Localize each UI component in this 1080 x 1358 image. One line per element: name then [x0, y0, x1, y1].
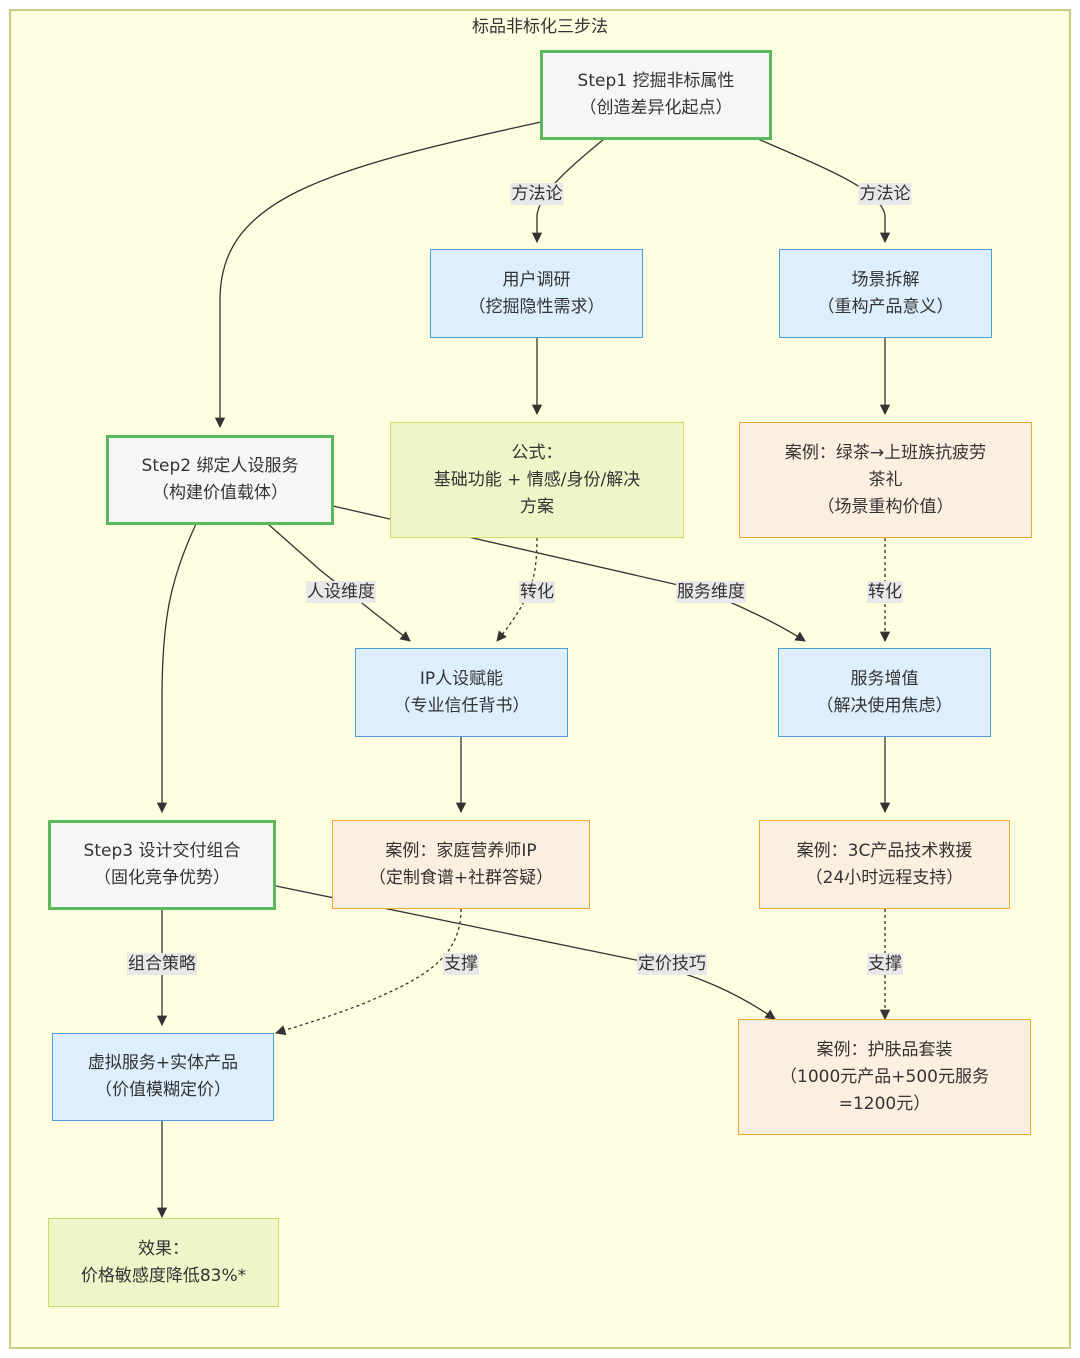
edge-label-combination-strategy: 组合策略 — [127, 953, 197, 975]
node-result[interactable]: 效果： 价格敏感度降低83%* — [48, 1218, 279, 1307]
node-ip-persona[interactable]: IP人设赋能 （专业信任背书） — [355, 648, 568, 737]
edge-nutritionist-virtual-physical — [275, 908, 462, 1036]
node-case-3c[interactable]: 案例：3C产品技术救援 （24小时远程支持） — [759, 820, 1010, 909]
node-scene-breakdown[interactable]: 场景拆解 （重构产品意义） — [779, 249, 992, 338]
edge-label-support-2: 支撑 — [867, 953, 903, 975]
edge-step1-step2 — [214, 121, 542, 429]
edge-step2-step3 — [156, 523, 197, 814]
node-step1[interactable]: Step1 挖掘非标属性 （创造差异化起点） — [540, 50, 772, 140]
edge-label-transform-2: 转化 — [867, 581, 903, 603]
edge-label-support-1: 支撑 — [443, 953, 479, 975]
node-virtual-physical[interactable]: 虚拟服务+实体产品 （价值模糊定价） — [52, 1033, 274, 1121]
edge-label-methodology-2: 方法论 — [858, 183, 912, 205]
node-case-green-tea[interactable]: 案例：绿茶→上班族抗疲劳 茶礼 （场景重构价值） — [739, 422, 1032, 538]
node-formula[interactable]: 公式： 基础功能 + 情感/身份/解决 方案 — [390, 422, 684, 538]
edge-label-persona-dimension: 人设维度 — [306, 581, 376, 603]
edge-label-service-dimension: 服务维度 — [676, 581, 746, 603]
node-step3[interactable]: Step3 设计交付组合 （固化竞争优势） — [48, 820, 276, 910]
edge-label-transform-1: 转化 — [519, 581, 555, 603]
node-step2[interactable]: Step2 绑定人设服务 （构建价值载体） — [106, 435, 334, 525]
diagram-title: 标品非标化三步法 — [472, 17, 608, 37]
edge-formula-ip-persona — [496, 537, 538, 642]
edge-step2-ip-persona — [267, 523, 411, 642]
node-service-value[interactable]: 服务增值 （解决使用焦虑） — [778, 648, 991, 737]
edge-label-pricing-technique: 定价技巧 — [637, 953, 707, 975]
node-case-skincare[interactable]: 案例：护肤品套装 （1000元产品+500元服务 =1200元） — [738, 1019, 1031, 1135]
edge-label-methodology-1: 方法论 — [510, 183, 564, 205]
node-user-research[interactable]: 用户调研 （挖掘隐性需求） — [430, 249, 643, 338]
edge-step1-scene-breakdown — [757, 138, 891, 244]
node-case-nutritionist[interactable]: 案例：家庭营养师IP （定制食谱+社群答疑） — [332, 820, 590, 909]
